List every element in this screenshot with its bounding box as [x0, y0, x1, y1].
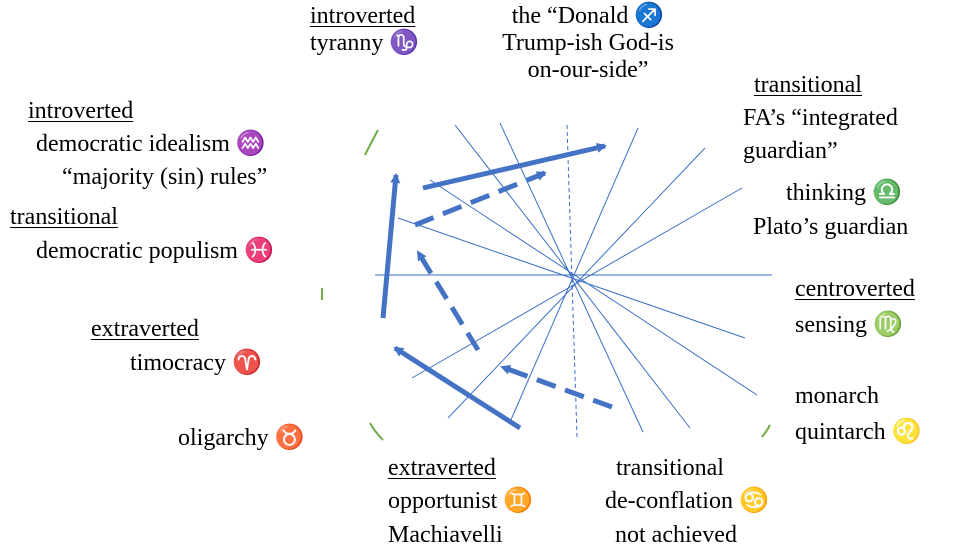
arc-top-left [364, 129, 379, 156]
gemini-heading: extraverted [388, 455, 496, 481]
spoke-7 [509, 127, 639, 423]
arrow-gemini-to-aries [393, 345, 522, 431]
virgo-heading: centroverted [795, 276, 915, 302]
circle-arc-fragments [321, 129, 771, 441]
label-cancer: transitional [580, 455, 780, 482]
spoke-3 [429, 179, 758, 396]
aquarius-heading: introverted [28, 98, 134, 124]
aquarius-line1: democratic idealism ♒ [36, 131, 266, 157]
taurus-line1: oligarchy ♉ [178, 425, 305, 451]
leo-line2: quintarch ♌ [795, 419, 922, 445]
aries-heading: extraverted [91, 316, 199, 342]
arrow-aquarius-to-sagittarius [422, 142, 607, 191]
pisces-line1: democratic populism ♓ [36, 238, 274, 264]
libra-line2: guardian” [743, 138, 838, 164]
label-capricorn: introverted tyranny ♑ [310, 3, 420, 57]
arrow-dashed-lower [500, 364, 613, 410]
cancer-line2: de-conflation ♋ [605, 488, 769, 514]
capricorn-heading: introverted [310, 3, 416, 29]
sagittarius-line1: the “Donald ♐ [511, 3, 665, 29]
transition-arrows [380, 142, 613, 431]
capricorn-line1: tyranny ♑ [310, 30, 420, 56]
arrow-aries-to-aquarius [380, 173, 401, 319]
wheel-spokes [375, 122, 772, 438]
leo-line1: monarch [795, 383, 879, 409]
label-sagittarius: the “Donald ♐ Trump-ish God-is on-our-si… [488, 3, 688, 84]
label-aquarius: introverted [28, 98, 133, 125]
gemini-line1: opportunist ♊ [388, 488, 534, 514]
pisces-heading: transitional [10, 204, 118, 230]
gemini-line2: Machiavelli [388, 522, 503, 548]
spoke-6 [447, 147, 706, 419]
spoke-dashed-vertical [566, 124, 578, 438]
sagittarius-line2: Trump-ish God-is [502, 30, 674, 56]
spoke-4 [397, 217, 746, 339]
libra-line1: FA’s “integrated [743, 105, 898, 131]
cancer-line1: transitional [616, 455, 724, 481]
cancer-line3: not achieved [615, 522, 737, 548]
libra-line3: thinking ♎ [786, 180, 902, 206]
arc-bottom-right [761, 424, 771, 438]
arc-bottom-left [369, 422, 384, 441]
aries-line1: timocracy ♈ [130, 350, 262, 376]
libra-heading: transitional [754, 72, 862, 98]
aquarius-line2: “majority (sin) rules” [62, 164, 268, 190]
sagittarius-line3: on-our-side” [527, 57, 649, 83]
spoke-1 [454, 124, 691, 429]
libra-line4: Plato’s guardian [753, 214, 909, 240]
arrow-dashed-upper [414, 170, 547, 228]
arrow-dashed-middle [415, 250, 481, 352]
virgo-line1: sensing ♍ [795, 312, 903, 338]
